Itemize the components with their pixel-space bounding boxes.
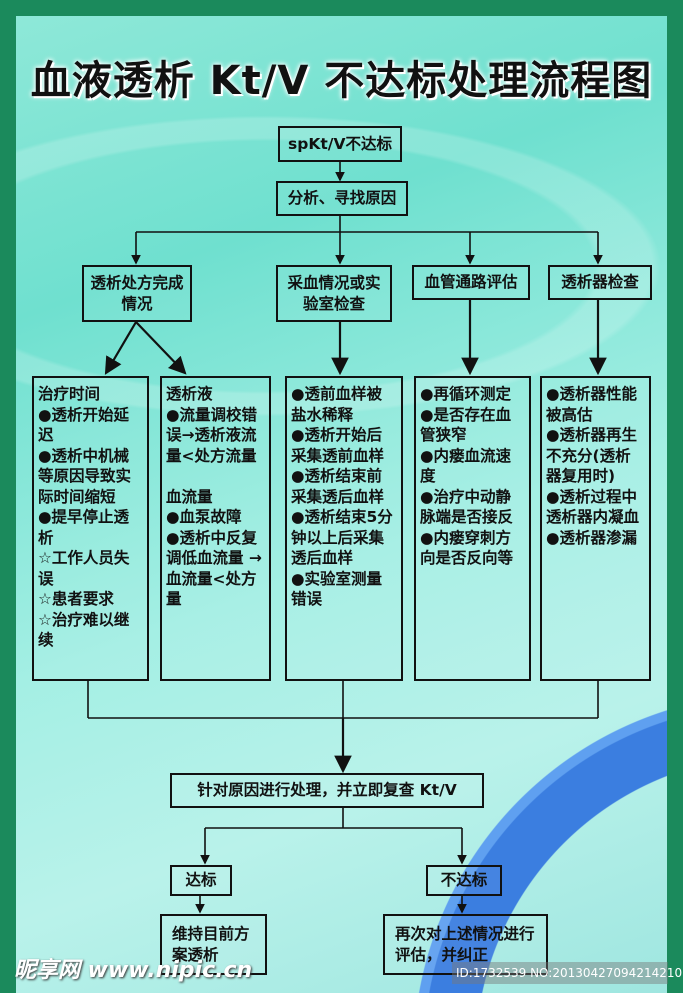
fail-action-node: 再次对上述情况进行评估，并纠正 [383, 914, 548, 975]
category-vascular-access: 血管通路评估 [412, 265, 530, 300]
detail-sampling: ●透前血样被盐水稀释 ●透析开始后采集透前血样 ●透析结束前采集透后血样 ●透析… [285, 376, 403, 681]
category-prescription: 透析处方完成情况 [82, 265, 192, 322]
detail-dialysate-blood-flow: 透析液 ●流量调校错误→透析液流量<处方流量 血流量 ●血泵故障 ●透析中反复调… [160, 376, 271, 681]
pass-node: 达标 [170, 865, 232, 896]
analyze-node: 分析、寻找原因 [276, 181, 408, 216]
start-node: spKt/V不达标 [278, 126, 402, 162]
page-title: 血液透析 Kt/V 不达标处理流程图 [30, 58, 653, 104]
category-sampling: 采血情况或实验室检查 [276, 265, 392, 322]
detail-vascular-access: ●再循环测定 ●是否存在血管狭窄 ●内瘘血流速度 ●治疗中动静脉端是否接反 ●内… [414, 376, 531, 681]
category-dialyzer: 透析器检查 [548, 265, 652, 300]
detail-treatment-time: 治疗时间 ●透析开始延迟 ●透析中机械等原因导致实际时间缩短 ●提早停止透析 ☆… [32, 376, 149, 681]
detail-dialyzer: ●透析器性能被高估 ●透析器再生不充分(透析器复用时) ●透析过程中透析器内凝血… [540, 376, 651, 681]
watermark: 昵享网 www.nipic.cn [14, 958, 253, 983]
fail-node: 不达标 [426, 865, 502, 896]
pass-action-node: 维持目前方案透析 [160, 914, 267, 975]
watermark-id: ID:1732539 NO:20130427094214210359 [452, 962, 683, 984]
treat-node: 针对原因进行处理，并立即复查 Kt/V [170, 773, 484, 808]
